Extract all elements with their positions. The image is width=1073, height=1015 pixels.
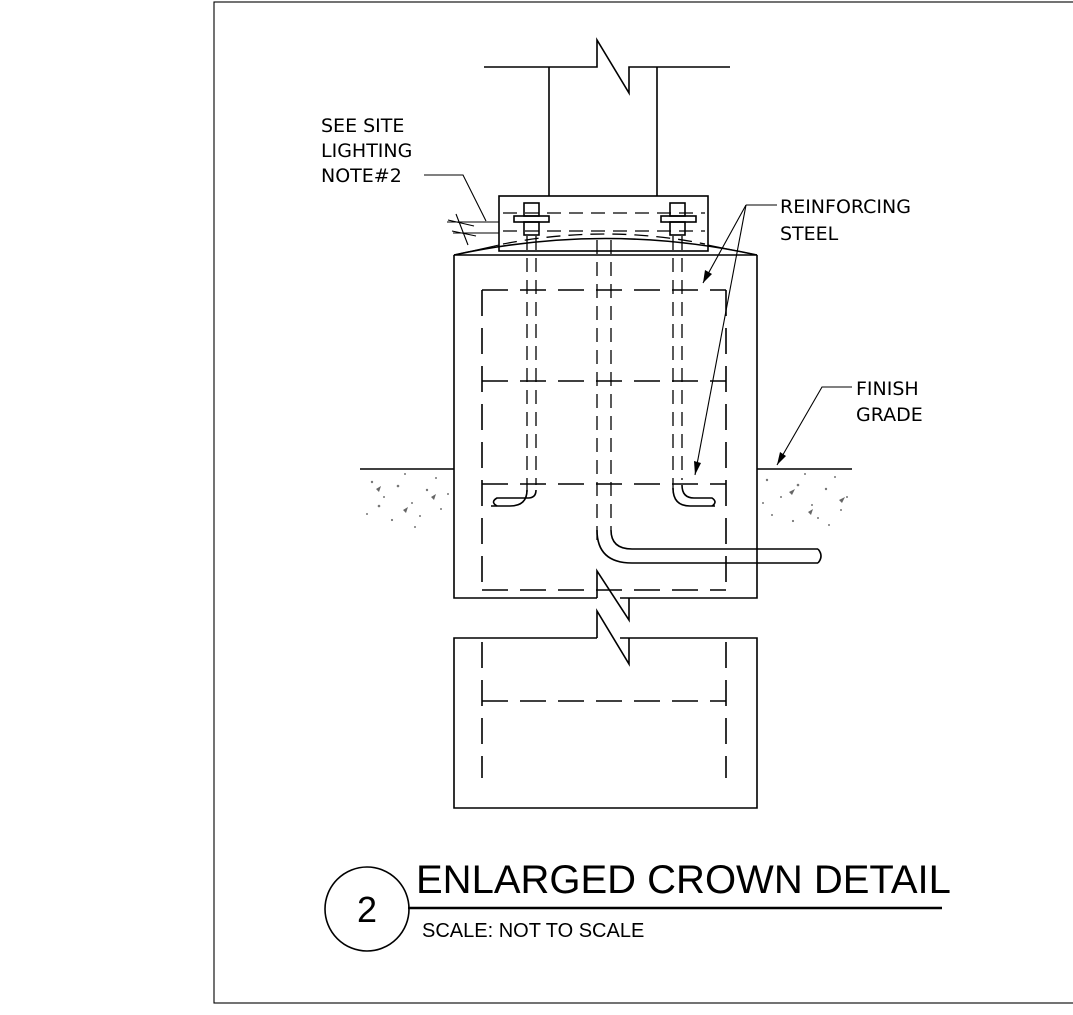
anchor-bolt-right bbox=[660, 202, 716, 507]
foundation-lower bbox=[453, 608, 758, 809]
finish-grade-label-line2: GRADE bbox=[856, 404, 923, 426]
note-label-line2: LIGHTING bbox=[321, 140, 412, 162]
note-label-line3: NOTE#2 bbox=[321, 165, 402, 187]
reinforcing-cage bbox=[481, 289, 727, 594]
detail-title: ENLARGED CROWN DETAIL bbox=[416, 858, 951, 902]
note-leader bbox=[424, 174, 499, 246]
foundation-upper bbox=[453, 237, 758, 623]
finish-grade-label-line1: FINISH bbox=[856, 378, 919, 400]
reinforcing-label-line2: STEEL bbox=[780, 223, 839, 245]
conduit bbox=[596, 240, 822, 564]
anchor-bolt-left bbox=[491, 202, 550, 507]
finish-grade-leader bbox=[776, 386, 852, 466]
detail-number: 2 bbox=[357, 889, 377, 930]
sheet-border bbox=[213, 1, 1073, 1004]
finish-grade bbox=[360, 468, 852, 528]
pole bbox=[484, 37, 730, 196]
note-label-line1: SEE SITE bbox=[321, 115, 404, 137]
reinforcing-leader bbox=[694, 204, 777, 476]
base-plate bbox=[498, 195, 709, 252]
reinforcing-label-line1: REINFORCING bbox=[780, 196, 911, 218]
detail-scale: SCALE: NOT TO SCALE bbox=[422, 920, 644, 942]
title-block: 2 ENLARGED CROWN DETAIL SCALE: NOT TO SC… bbox=[324, 858, 951, 952]
